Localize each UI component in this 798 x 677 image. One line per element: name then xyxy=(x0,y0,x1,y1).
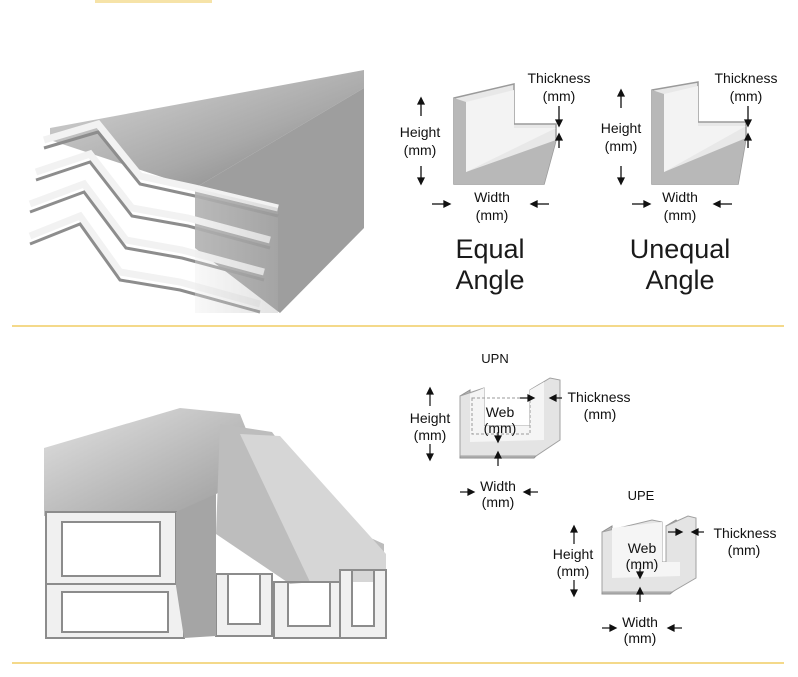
unequal-angle-shape xyxy=(648,80,752,192)
equal-angle-title-1: Equal xyxy=(455,234,525,264)
upe-thickness-unit: (mm) xyxy=(727,542,761,558)
upn-height-label: Height xyxy=(409,410,451,426)
upe-height-label: Height xyxy=(552,546,594,562)
equal-height-unit: (mm) xyxy=(403,142,437,158)
upe-channel-shape xyxy=(596,514,708,600)
upn-web-label: Web xyxy=(485,404,515,420)
equal-width-unit: (mm) xyxy=(475,207,509,223)
upn-width-label: Width xyxy=(480,478,516,494)
upe-width-unit: (mm) xyxy=(623,630,657,646)
unequal-width-unit: (mm) xyxy=(663,207,697,223)
upe-name: UPE xyxy=(627,488,655,503)
equal-angle-shape xyxy=(448,82,564,192)
upn-dimension-arrows xyxy=(410,380,570,500)
equal-width-label: Width xyxy=(474,189,510,205)
upe-height-unit: (mm) xyxy=(556,563,590,579)
equal-thickness-label: Thickness xyxy=(527,70,591,86)
upe-dimension-arrows xyxy=(554,516,714,636)
channel-bars-photo xyxy=(40,404,392,640)
top-accent-line xyxy=(95,0,212,3)
section-divider-2 xyxy=(12,662,784,664)
unequal-angle-title-2: Angle xyxy=(645,265,715,295)
unequal-width-label: Width xyxy=(662,189,698,205)
equal-thickness-unit: (mm) xyxy=(542,88,576,104)
upn-thickness-unit: (mm) xyxy=(583,406,617,422)
upe-web-label: Web xyxy=(627,540,657,556)
upe-width-label: Width xyxy=(622,614,658,630)
unequal-thickness-unit: (mm) xyxy=(729,88,763,104)
section-divider-1 xyxy=(12,325,784,327)
equal-dimension-arrows xyxy=(392,96,572,216)
unequal-thickness-label: Thickness xyxy=(714,70,778,86)
equal-height-label: Height xyxy=(399,124,441,140)
upe-web-unit: (mm) xyxy=(625,556,659,572)
upn-web-unit: (mm) xyxy=(483,420,517,436)
upn-height-unit: (mm) xyxy=(413,427,447,443)
upn-name: UPN xyxy=(481,351,509,366)
unequal-dimension-arrows xyxy=(592,88,772,216)
unequal-height-label: Height xyxy=(600,120,642,136)
unequal-height-unit: (mm) xyxy=(604,138,638,154)
upe-thickness-label: Thickness xyxy=(713,525,777,541)
upn-width-unit: (mm) xyxy=(481,494,515,510)
unequal-angle-title-1: Unequal xyxy=(629,234,731,264)
upn-thickness-label: Thickness xyxy=(567,389,631,405)
upn-channel-shape xyxy=(454,376,572,464)
equal-angle-title-2: Angle xyxy=(455,265,525,295)
angle-bars-photo xyxy=(20,68,368,314)
